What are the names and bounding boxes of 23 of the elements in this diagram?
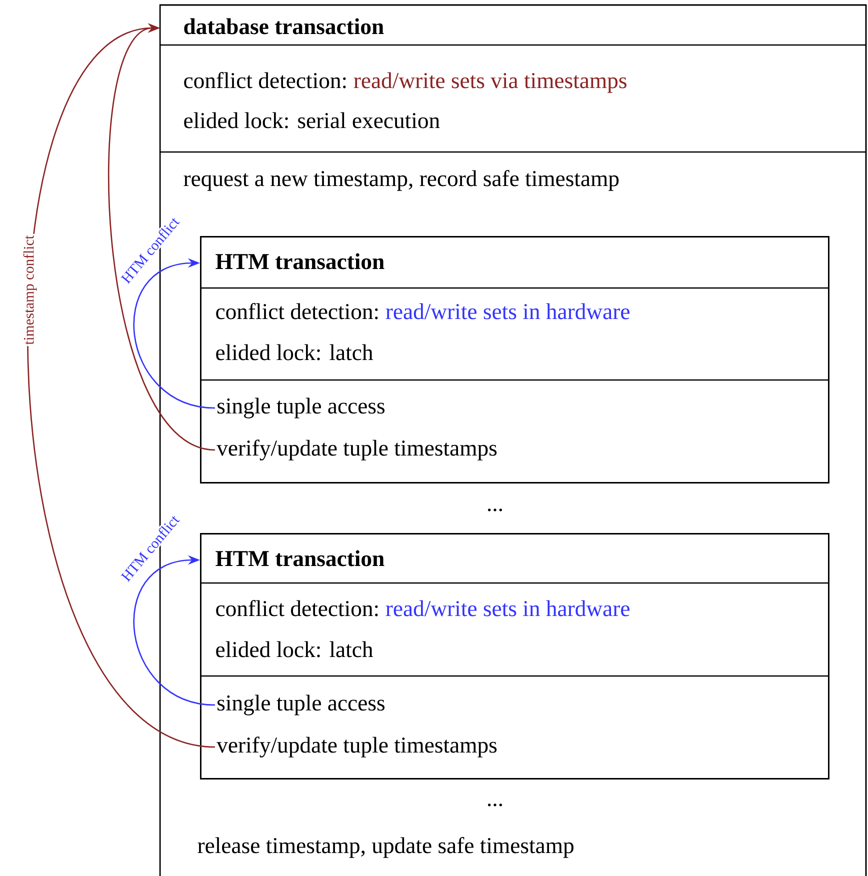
- box-title: HTM transaction: [216, 253, 384, 270]
- highlighted-text: read/write sets via timestamps: [354, 72, 626, 93]
- text-line: elided lock: latch: [216, 641, 373, 658]
- text-line: conflict detection:: [184, 72, 346, 88]
- text-line: elided lock: serial execution: [184, 112, 440, 128]
- text-line: elided lock: latch: [216, 344, 373, 360]
- step-text: single tuple access: [218, 398, 384, 418]
- box-title: database transaction: [184, 18, 384, 34]
- step-text: verify/update tuple timestamps: [216, 440, 497, 460]
- box-title: HTM transaction: [216, 550, 384, 566]
- highlighted-text: read/write sets in hardware: [386, 303, 630, 320]
- edge-label: timestamp conflict: [22, 234, 38, 346]
- text-line: conflict detection:: [216, 600, 378, 616]
- ellipsis: ...: [488, 804, 502, 806]
- text-line: release timestamp, update safe timestamp: [198, 837, 574, 858]
- step-text: verify/update tuple timestamps: [216, 736, 497, 758]
- arrow: [134, 555, 216, 706]
- ellipsis: ...: [488, 508, 502, 512]
- highlighted-text: read/write sets in hardware: [386, 600, 630, 616]
- arrow: [134, 258, 216, 409]
- step-text: single tuple access: [218, 694, 384, 716]
- text-line: request a new timestamp, record safe timestamp: [184, 170, 619, 191]
- text-line: conflict detection:: [216, 303, 378, 320]
